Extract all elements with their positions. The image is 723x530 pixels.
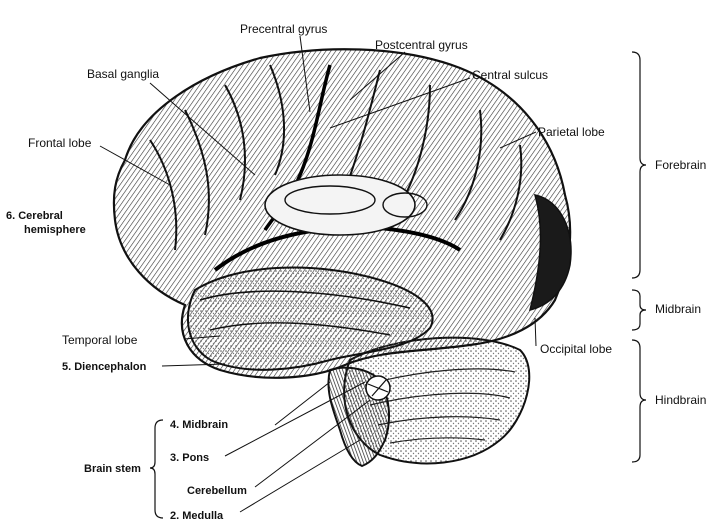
- label-temporal-lobe: Temporal lobe: [62, 333, 138, 347]
- label-central-sulcus: Central sulcus: [472, 68, 549, 82]
- label-diencephalon: 5. Diencephalon: [62, 361, 147, 373]
- label-medulla: 2. Medulla: [170, 510, 224, 522]
- label-occipital-lobe: Occipital lobe: [540, 342, 613, 356]
- label-cerebellum: Cerebellum: [187, 485, 247, 497]
- midbrain-brace: [631, 289, 647, 331]
- label-pons: 3. Pons: [170, 452, 210, 464]
- brainstem-bracket: [149, 419, 164, 519]
- label-basal-ganglia: Basal ganglia: [87, 67, 160, 81]
- label-midbrain-numbered: 4. Midbrain: [170, 419, 229, 431]
- hindbrain-brace: [631, 339, 647, 463]
- leader-lines: [99, 35, 537, 513]
- region-hindbrain: Hindbrain: [655, 393, 707, 407]
- region-forebrain: Forebrain: [655, 158, 707, 172]
- label-postcentral-gyrus: Postcentral gyrus: [375, 38, 468, 52]
- label-cerebral-hemisphere-line1: 6. Cerebral: [6, 210, 63, 222]
- label-precentral-gyrus: Precentral gyrus: [240, 22, 328, 36]
- cerebrum-shape: [112, 48, 572, 379]
- forebrain-brace: [631, 51, 647, 279]
- label-parietal-lobe: Parietal lobe: [538, 125, 605, 139]
- label-frontal-lobe: Frontal lobe: [28, 136, 92, 150]
- brainstem-shape: [327, 366, 391, 468]
- region-midbrain: Midbrain: [655, 302, 702, 316]
- label-brain-stem: Brain stem: [84, 463, 141, 475]
- label-cerebral-hemisphere-line2: hemisphere: [24, 224, 86, 236]
